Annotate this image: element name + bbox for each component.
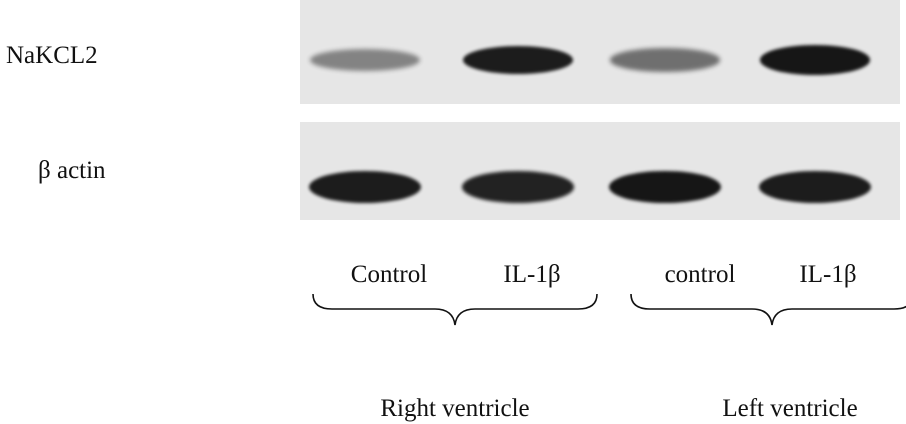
target-row-label: NaKCL2 [6, 42, 98, 69]
left-ventricle-brace [630, 293, 906, 326]
target-band-lane-3 [610, 48, 720, 72]
loading-band-lane-4 [759, 171, 871, 203]
lane-label-3: control [664, 261, 736, 288]
loading-row-label: β actin [38, 157, 106, 184]
loading-band-lane-2 [462, 171, 574, 203]
right-ventricle-brace [312, 293, 598, 326]
group-label-left-ventricle: Left ventricle [722, 395, 858, 422]
group-label-right-ventricle: Right ventricle [380, 395, 530, 422]
loading-blot-panel [300, 122, 900, 220]
loading-band-lane-1 [309, 171, 421, 203]
lane-label-4: IL-1β [799, 261, 857, 288]
target-band-lane-2 [463, 45, 573, 75]
lane-label-1: Control [350, 261, 428, 288]
loading-band-lane-3 [609, 170, 721, 204]
target-band-lane-4 [760, 45, 870, 75]
target-band-lane-1 [310, 48, 420, 72]
lane-label-2: IL-1β [503, 261, 561, 288]
